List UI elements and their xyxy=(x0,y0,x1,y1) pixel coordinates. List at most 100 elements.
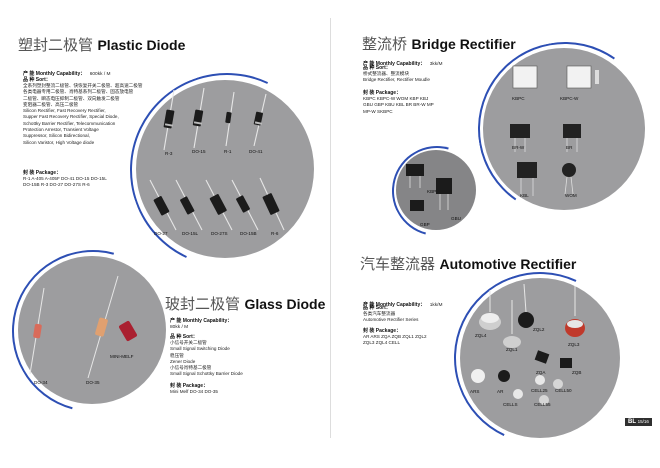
part-label: R-6 xyxy=(271,231,279,236)
glass-diodes-illustration xyxy=(29,275,137,379)
plastic-sort-line: Suppressor, Silicon Bidirectional, xyxy=(23,133,90,139)
bridge-title-en: Bridge Rectifier xyxy=(411,36,516,52)
plastic-sort-label: 品 种 Sort： xyxy=(23,77,51,83)
part-label: ZQL2 xyxy=(533,327,545,332)
part-label: KBP xyxy=(427,189,437,194)
glass-sort-line: 稳压管 xyxy=(170,352,184,358)
bridge-capability: 产 能 Monthly Capability： 3kk/M xyxy=(363,52,442,70)
footer-logo: BL xyxy=(628,419,636,425)
plastic-product-circle xyxy=(136,80,314,258)
part-label: DO-15L xyxy=(182,231,199,236)
bridge-sort-line: Bridge Rectifier, Rectifier Moudle xyxy=(363,77,430,83)
bridge-sort-list: 桥式整流器、整流模块 Bridge Rectifier, Rectifier M… xyxy=(363,71,430,84)
glass-heading: 玻封二极管 Glass Diode xyxy=(165,293,325,314)
part-label: DO-41 xyxy=(249,149,263,154)
part-label: GBP xyxy=(420,222,430,227)
part-label: CELL25 xyxy=(531,388,548,393)
catalog-page: 塑封二极管 Plastic Diode 产 能 Monthly Capabili… xyxy=(0,18,660,468)
bridge-product-circle xyxy=(483,48,645,210)
glass-title-en: Glass Diode xyxy=(244,296,326,312)
plastic-sort-line: 变阻器二极管、高压二极管 xyxy=(23,101,79,107)
part-label: ZQL3 xyxy=(568,342,580,347)
auto-sort-list: 各类汽车整流器 Automotive Rectifier Series xyxy=(363,311,418,324)
part-label: ARS xyxy=(470,389,480,394)
auto-sort-line: 各类汽车整流器 xyxy=(363,311,396,316)
part-label: ZQL1 xyxy=(506,347,518,352)
part-label: DO-27S xyxy=(211,231,228,236)
auto-pkg-label: 封 装 Package： xyxy=(363,328,402,334)
auto-sort-label: 品 种 Sort： xyxy=(363,305,391,311)
bridge-small-product-circle xyxy=(396,150,476,230)
part-label: DO-27 xyxy=(154,231,168,236)
bridge-heading: 整流桥 Bridge Rectifier xyxy=(362,33,516,54)
part-label: WOM xyxy=(565,193,577,198)
part-label: BR-W xyxy=(512,145,525,150)
glass-pkg-label: 封 装 Package： xyxy=(170,383,209,389)
auto-title-cn: 汽车整流器 xyxy=(360,255,436,273)
plastic-diodes-illustration xyxy=(149,87,285,231)
plastic-heading: 塑封二极管 Plastic Diode xyxy=(18,34,185,55)
part-label: AR xyxy=(497,389,504,394)
plastic-sort-line: Schottky Barrier Rectifier, Telecommunic… xyxy=(23,120,116,126)
part-label: CELLS xyxy=(503,402,518,407)
glass-title-cn: 玻封二极管 xyxy=(165,295,241,313)
glass-sort-list: 小信号开关二极管 Small Signal Switching Diode 稳压… xyxy=(170,340,243,378)
glass-sort-line: 小信号肖特基二极管 xyxy=(170,365,212,371)
auto-product-circle xyxy=(460,278,620,438)
plastic-sort-list: 全系列塑封整流二极管、快恢复开关二极管、超高速二极管 各类电器专用二极管、肖特基… xyxy=(23,83,163,146)
plastic-sort-line: Silicon Varistor, High Voltage diode xyxy=(23,139,95,145)
glass-sort-line: Small Signal Switching Diode xyxy=(170,346,230,352)
plastic-cap-value: 600kk / M xyxy=(89,72,111,77)
auto-pkg-line: ZQL3 ZQL4 CELL xyxy=(363,340,401,346)
part-label: R-1 xyxy=(224,149,232,154)
auto-sort-line: Automotive Rectifier Series xyxy=(363,317,419,323)
glass-sort-line: Zener Diode xyxy=(170,358,196,364)
part-label: CELL50 xyxy=(555,388,572,393)
plastic-sort-line: 全系列塑封整流二极管、快恢复开关二极管、超高速二极管 xyxy=(23,83,143,88)
auto-heading: 汽车整流器 Automotive Rectifier xyxy=(360,253,576,274)
bridge-cap-label: 产 能 Monthly Capability： xyxy=(363,61,426,67)
glass-sort-label: 品 种 Sort： xyxy=(170,334,198,340)
plastic-sort-line: 二极管、瞬态电压抑制二极管、双向触发二极管 xyxy=(23,95,120,101)
auto-cap-value: 1kk/M xyxy=(429,303,443,308)
auto-title-en: Automotive Rectifier xyxy=(439,256,577,272)
footer-badge: BL 15/16 xyxy=(625,418,652,426)
plastic-sort-line: 各类电器专用二极管、肖特基系列二极管、固态放电管 xyxy=(23,89,134,95)
glass-pkg-value: Mini Melf DO-34 DO-35 xyxy=(170,389,218,394)
plastic-sort-line: Silicon Rectifier, Fast Recovery Rectifi… xyxy=(23,108,106,114)
glass-product-circle xyxy=(18,256,166,404)
plastic-pkg-line: DO-15B R-3 DO-27 DO-27S R-6 xyxy=(23,182,90,188)
part-label: KBL xyxy=(520,193,529,198)
plastic-sort-line: Protection Arrestor, Transient Voltage xyxy=(23,127,99,133)
part-label: MINI-MELF xyxy=(110,354,134,359)
page-divider xyxy=(330,18,331,438)
plastic-title-en: Plastic Diode xyxy=(97,37,186,53)
part-label: CELL55 xyxy=(534,402,551,407)
auto-pkg-line: AR ARS ZQA ZQB ZQL1 ZQL2 xyxy=(363,334,427,339)
footer-page-number: 15/16 xyxy=(637,419,649,424)
plastic-sort-line: Supper Fast Recovery Rectifier, Special … xyxy=(23,114,119,120)
bridge-cap-value: 3kk/M xyxy=(429,62,443,67)
auto-rectifiers-illustration xyxy=(471,283,585,405)
plastic-title-cn: 塑封二极管 xyxy=(18,36,94,54)
bridge-pkg-line: GBU GBP KBU KBL BR BR-W MP xyxy=(363,102,434,108)
part-label: DO-15B xyxy=(240,231,257,236)
plastic-cap-label: 产 能 Monthly Capability： xyxy=(23,71,86,77)
bridge-pkg-list: KBPC KBPC-W WOM KBP KBJ GBU GBP KBU KBL … xyxy=(363,96,434,115)
bridge-sort-line: 桥式整流器、整流模块 xyxy=(363,71,409,76)
bridge-rectifiers-illustration xyxy=(510,65,599,196)
part-label: ZQA xyxy=(536,370,546,375)
bridge-pkg-line: KBPC KBPC-W WOM KBP KBJ xyxy=(363,96,429,101)
bridge-pkg-label: 封 装 Package： xyxy=(363,90,402,96)
part-label: GBU xyxy=(451,216,461,221)
plastic-pkg-label: 封 装 Package： xyxy=(23,170,62,176)
glass-sort-line: Small Signal Schottky Barrier Diode xyxy=(170,371,243,377)
auto-capability: 产 能 Monthly Capability： 1kk/M xyxy=(363,293,442,311)
bridge-small-illustration xyxy=(406,164,452,211)
bridge-title-cn: 整流桥 xyxy=(362,35,408,53)
auto-pkg-list: AR ARS ZQA ZQB ZQL1 ZQL2 ZQL3 ZQL4 CELL xyxy=(363,334,427,347)
auto-cap-label: 产 能 Monthly Capability： xyxy=(363,302,426,308)
part-label: ZQL4 xyxy=(475,333,487,338)
bridge-sort-label: 品 种 Sort： xyxy=(363,65,391,71)
glass-cap-label: 产 能 Monthly Capability： xyxy=(170,318,233,324)
